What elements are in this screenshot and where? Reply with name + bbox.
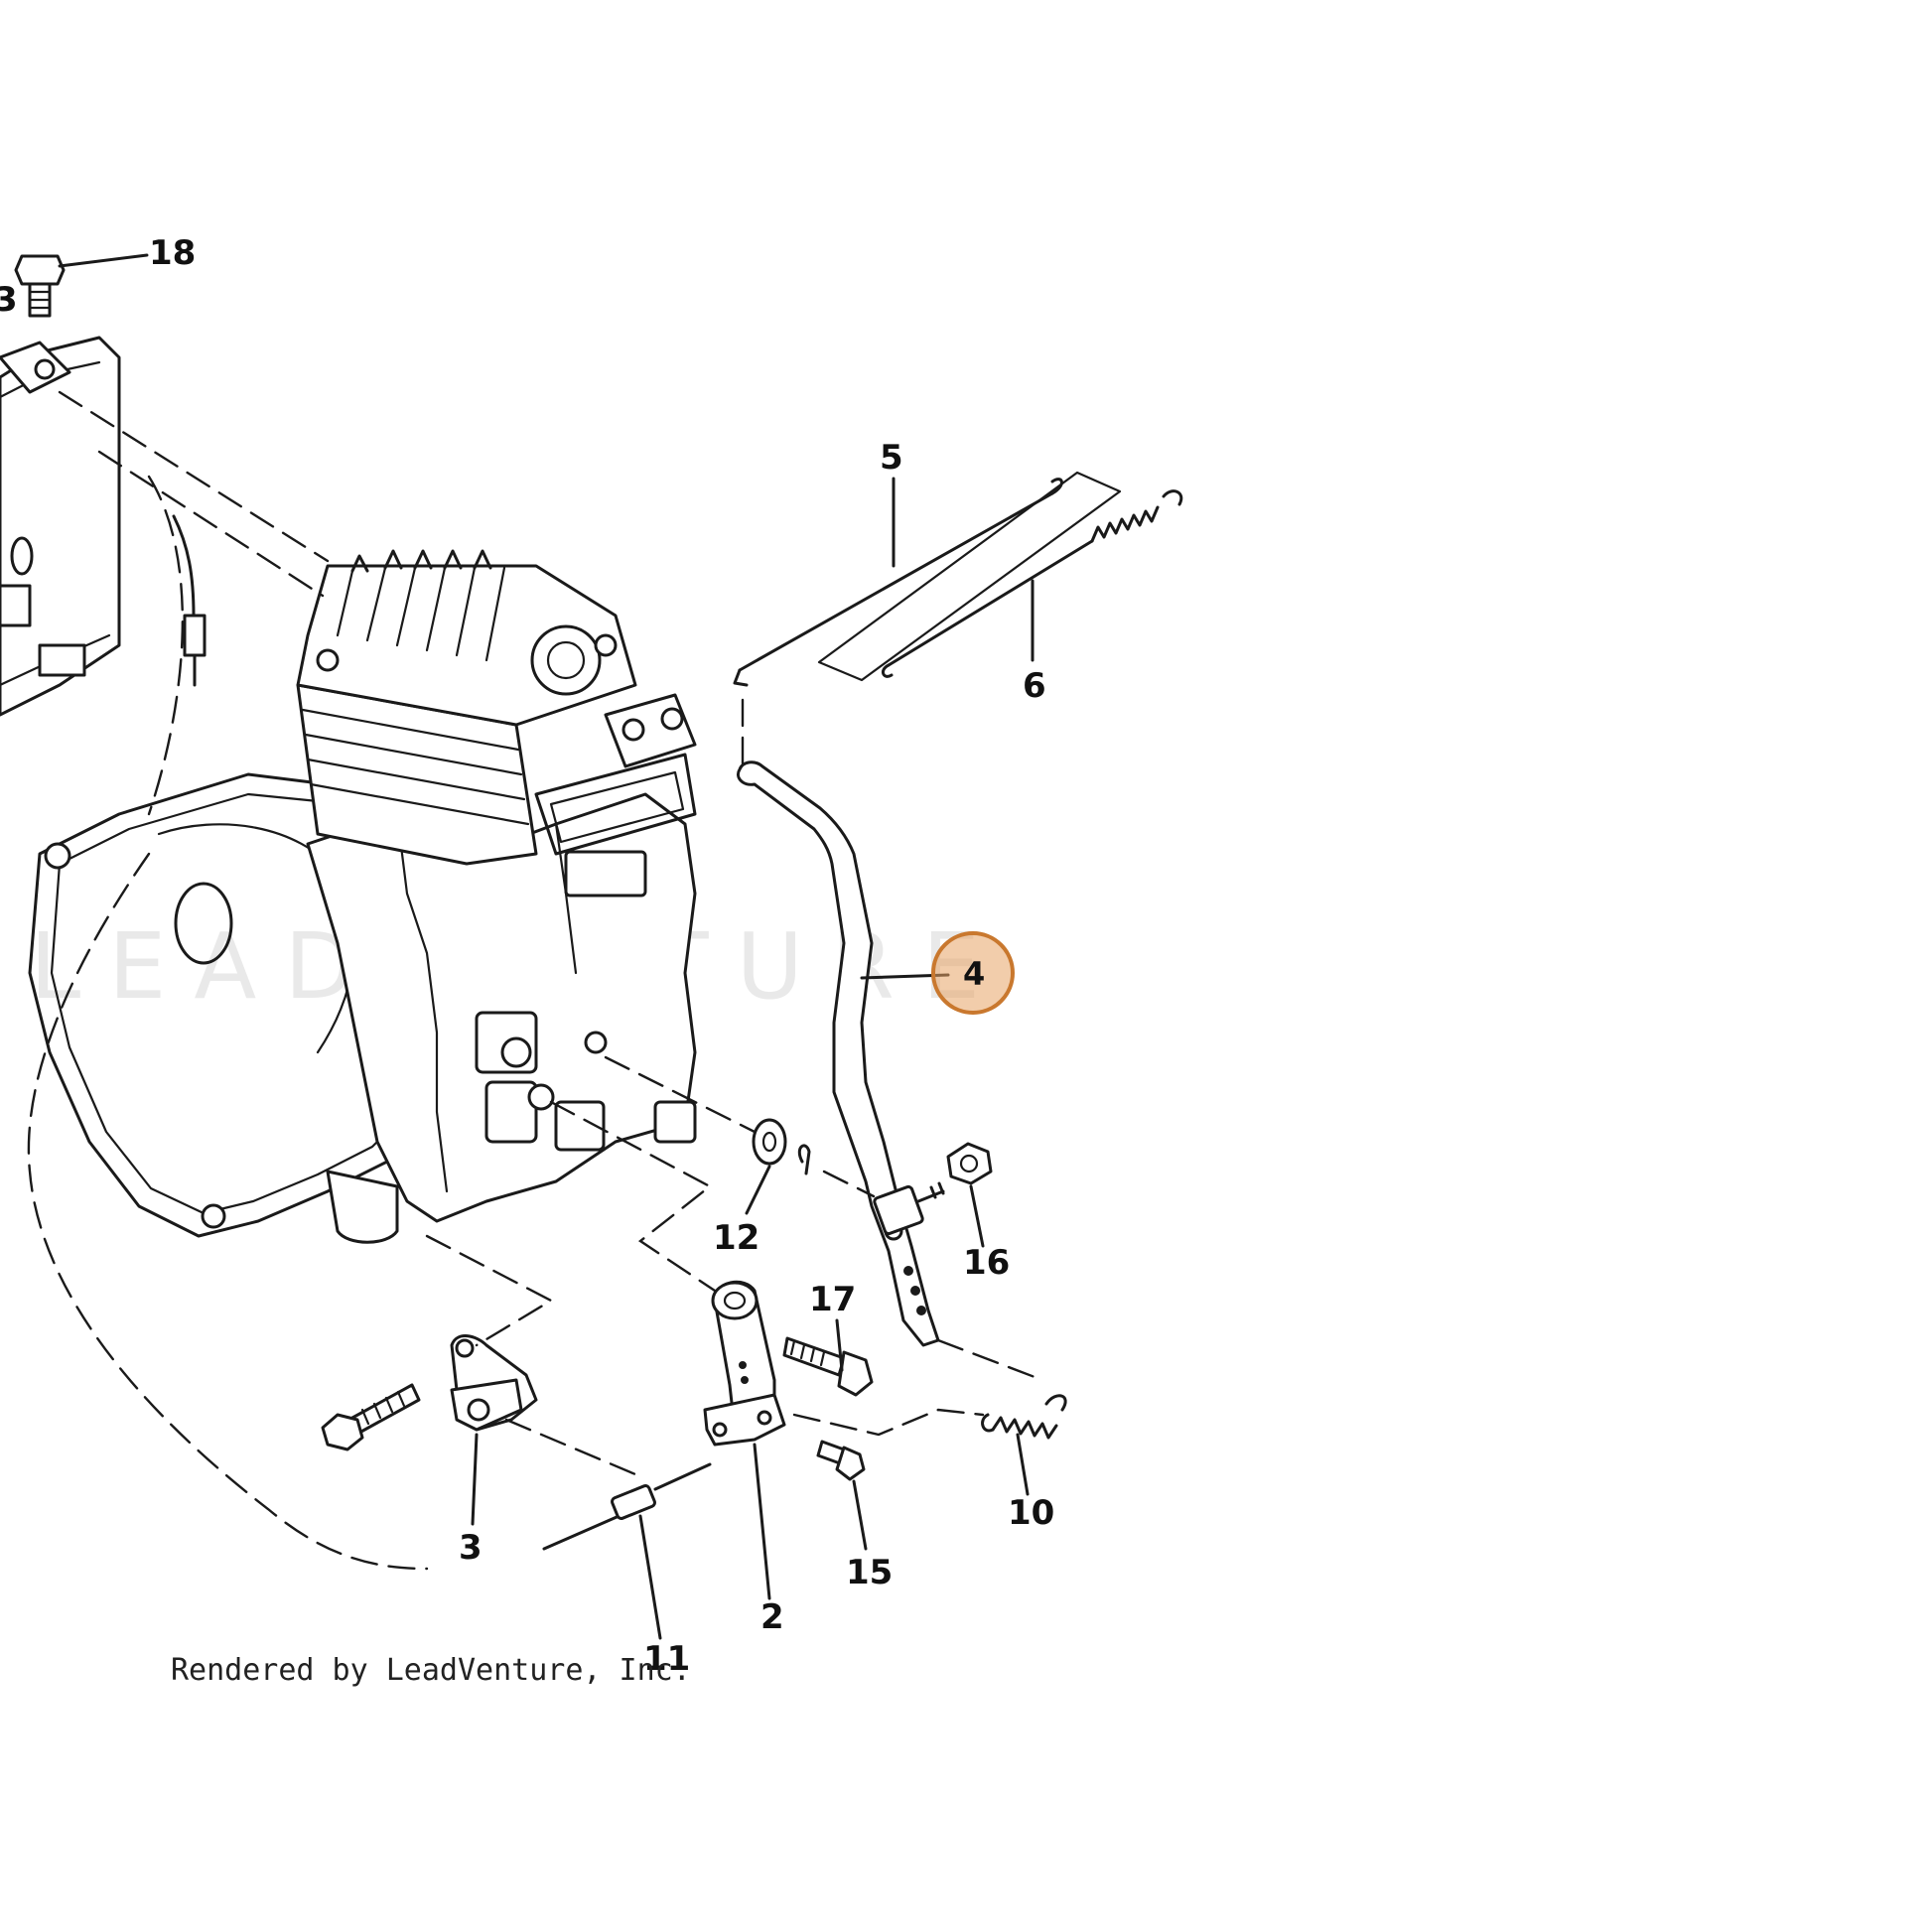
callout-5[interactable]: 5	[880, 438, 903, 478]
part-12-washer	[752, 1118, 811, 1175]
leader-shaft-to-lever	[604, 1055, 876, 1198]
callout-10[interactable]: 10	[1008, 1493, 1054, 1533]
part-5-rod	[733, 478, 1063, 687]
part-3-bracket	[450, 1334, 538, 1432]
leader-engine-to-arm	[549, 1100, 717, 1293]
callout-3-lower[interactable]: 3	[459, 1528, 483, 1568]
part-17-bolt	[782, 1336, 874, 1397]
leader-arm-to-spring	[792, 1408, 985, 1437]
leader-tank-to-shroud	[147, 475, 184, 816]
callout-4[interactable]: 4	[963, 955, 985, 993]
callout-2[interactable]: 2	[760, 1597, 784, 1637]
leader-tank-to-engine	[58, 390, 330, 598]
callout-labels: 18 3 5 6 4 12 16 17 10 3 15 2 11	[0, 233, 1054, 1679]
callout-18[interactable]: 18	[149, 233, 196, 273]
fuel-tank	[0, 336, 121, 717]
part-4-governor-lever	[737, 760, 945, 1347]
callout-6[interactable]: 6	[1023, 666, 1046, 706]
render-credit: Rendered by LeadVenture, Inc.	[171, 1653, 691, 1688]
highlight-marker	[931, 931, 1015, 1015]
bracket-screw	[321, 1383, 421, 1451]
fuel-line	[172, 514, 207, 687]
callout-15[interactable]: 15	[846, 1553, 893, 1592]
part-6-spring-rod	[817, 471, 1183, 682]
callout-12[interactable]: 12	[713, 1218, 759, 1258]
callout-3-upper[interactable]: 3	[0, 280, 18, 320]
leader-engine-to-bracket	[425, 1234, 554, 1347]
part-15-screw	[816, 1440, 866, 1481]
engine-assembly	[28, 549, 697, 1244]
part-10-spring	[981, 1394, 1067, 1440]
callout-11[interactable]: 11	[643, 1639, 690, 1679]
leader-lever-to-spring	[936, 1338, 1044, 1382]
part-2-arm	[703, 1280, 786, 1447]
part-16-nut	[946, 1142, 993, 1185]
callout-17[interactable]: 17	[809, 1280, 856, 1319]
leader-large-arc	[27, 852, 429, 1571]
callout-16[interactable]: 16	[963, 1243, 1010, 1283]
callout-leaders	[58, 253, 1035, 1640]
leader-bracket-to-rod	[504, 1418, 637, 1476]
part-18-bolt	[14, 254, 66, 318]
part-11-choke-rod	[542, 1462, 712, 1551]
